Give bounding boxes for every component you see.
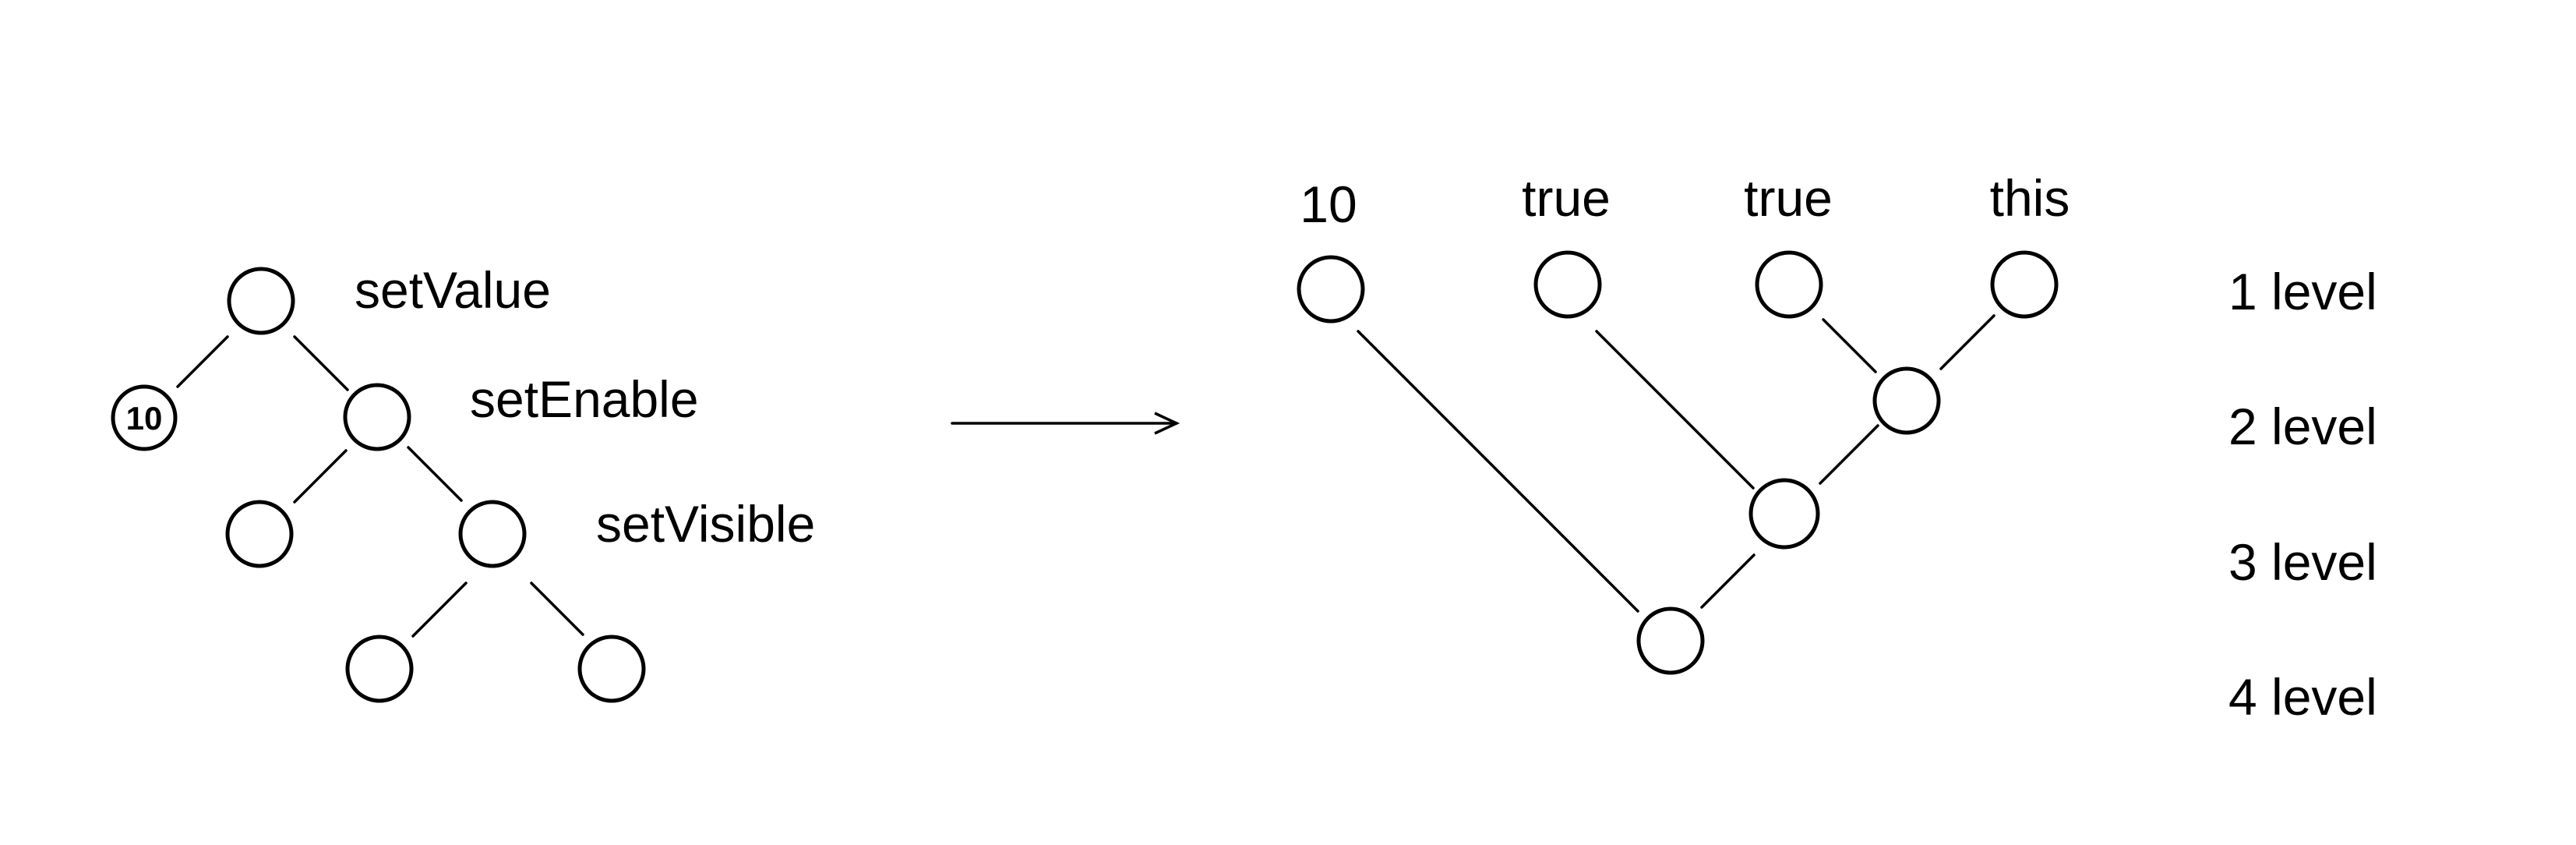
setvisible-node (458, 500, 527, 568)
edge-node3-to-node4 (1700, 553, 1756, 609)
setenable-arg-node (225, 500, 294, 568)
level-4-node (1636, 606, 1705, 675)
edge-setvisible-to-left (411, 582, 468, 638)
setvisible-right-child-node (577, 635, 646, 703)
edge-setenable-to-left (293, 449, 348, 504)
level-2-node (1872, 366, 1941, 435)
literal-10-node (111, 384, 178, 451)
level-3-label: 3 level (2228, 533, 2377, 591)
edge-root-to-10 (176, 335, 229, 388)
leaf-10-node (1297, 255, 1365, 324)
edge-setvisible-to-right (530, 582, 584, 636)
leaf-this-node (1990, 250, 2059, 319)
setvalue-label: setValue (355, 261, 551, 319)
leaf-true-2-node (1755, 250, 1823, 319)
level-1-label: 1 level (2228, 263, 2377, 320)
edge-root-to-setenable (293, 335, 349, 391)
edge-node2-to-node3 (1819, 424, 1879, 485)
leaf-true-1-node (1533, 250, 1602, 319)
setvalue-node (227, 267, 295, 335)
literal-10-text: 10 (126, 400, 163, 437)
setvisible-left-child-node (345, 635, 414, 703)
setenable-node (343, 383, 411, 451)
top-label-1: 10 (1300, 175, 1357, 233)
setenable-label: setEnable (470, 370, 699, 428)
right-flattened-tree: 10 true true this (1297, 169, 2070, 675)
top-label-4: this (1990, 169, 2070, 227)
level-2-label: 2 level (2228, 398, 2377, 455)
level-labels: 1 level 2 level 3 level 4 level (2228, 263, 2377, 726)
setvisible-label: setVisible (596, 495, 815, 553)
level-4-label: 4 level (2228, 668, 2377, 726)
top-label-3: true (1744, 169, 1833, 227)
edge-true1-to-node3 (1595, 330, 1755, 490)
edge-this-to-node2 (1939, 314, 1996, 370)
edge-setenable-to-setvisible (407, 446, 463, 502)
left-call-tree: 10 setValue setEnable setVisible (111, 261, 815, 703)
top-label-2: true (1522, 169, 1611, 227)
edge-10-to-bottom (1357, 330, 1639, 613)
level-3-node (1749, 478, 1820, 550)
edge-true2-to-node2 (1822, 318, 1877, 373)
